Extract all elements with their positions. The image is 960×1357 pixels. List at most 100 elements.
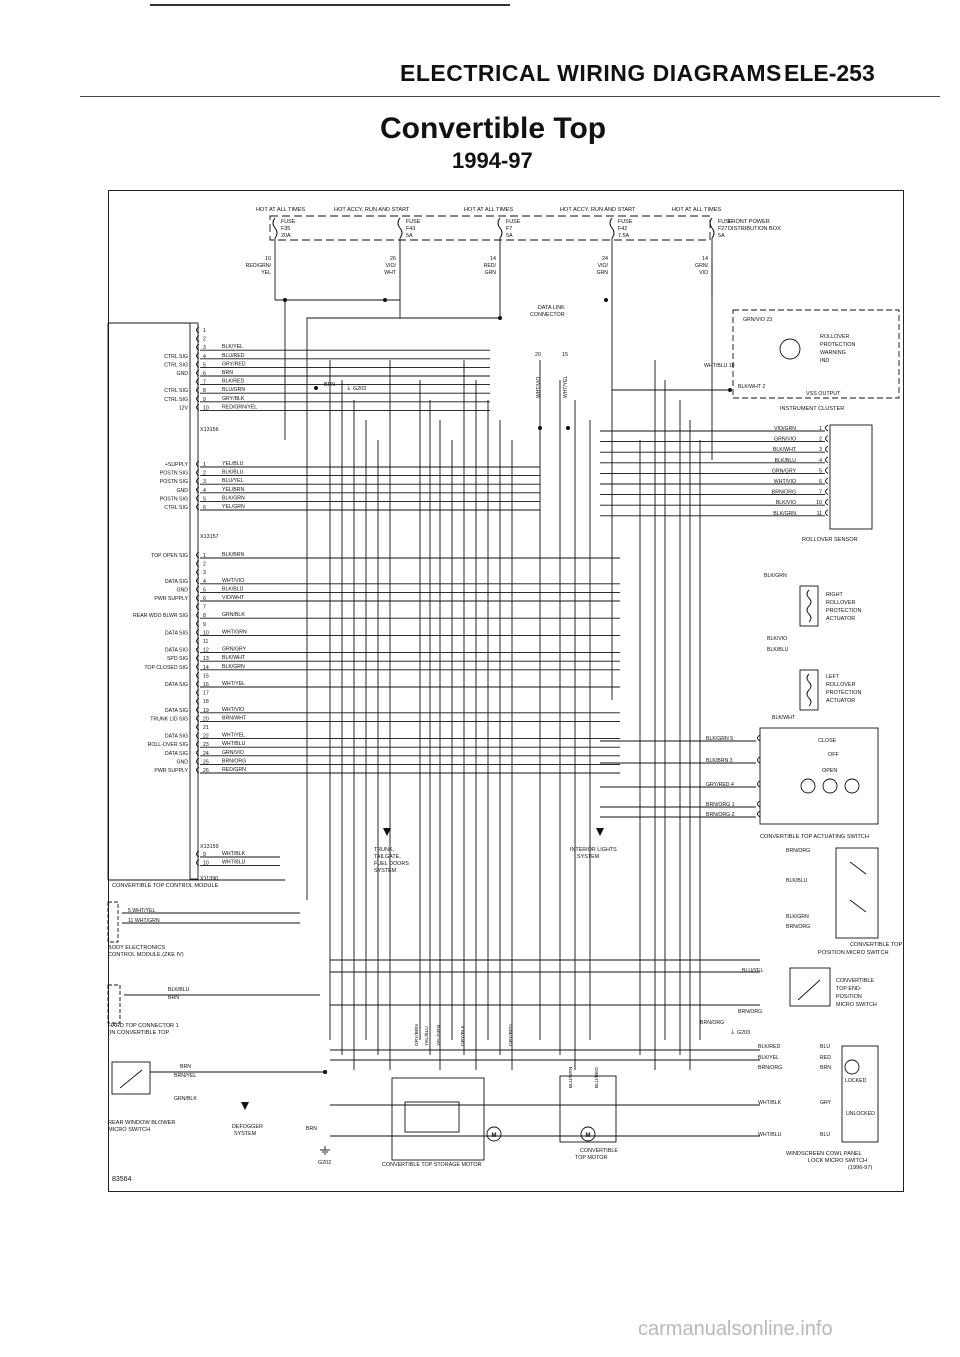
c1-pin-number: 1 [203,328,206,334]
warning-indicator-label: ROLLOVER [820,334,849,340]
c3-pin-number: 23 [203,742,209,748]
c2-pin-connector [196,503,200,511]
c2-pin-connector [196,460,200,468]
actuator-wire: BLK/BLU [767,647,789,653]
c3-pin-connector [196,758,200,765]
c3-pin-number: 14 [203,665,209,671]
power-condition-label: HOT ACCY, RUN AND START [560,207,636,213]
connector-id: X11390 [200,876,218,882]
splice-dot [323,1070,327,1074]
left-actuator-name: LEFT [826,674,840,680]
c2-wire-color: BLK/BLU [222,470,244,476]
warning-indicator-label: PROTECTION [820,342,855,348]
c1-pin-number: 7 [203,380,206,386]
trunk-system-label: SYSTEM [374,868,397,874]
storage-motor-wire: YEL/GRN [436,1024,442,1046]
fuse-icon [397,217,403,239]
arrow-icon [241,1102,249,1110]
fuse-pin: 24 [602,256,608,262]
c3-pin-number: 16 [203,682,209,688]
c3-signal-name: SPD SIG [167,656,188,662]
c2-pin-number: 1 [203,462,206,468]
blower-wire: GRN/BLK [174,1096,197,1102]
c2-wire-color: BLK/GRN [222,495,245,501]
rollover-sensor-name: ROLLOVER SENSOR [802,537,858,543]
c1-pin-connector [196,326,200,334]
sensor-pin: 6 [819,479,822,485]
c1-pin-number: 3 [203,345,206,351]
c3-signal-name: DATA SIG [165,751,188,757]
distribution-box-label: FRONT POWER [728,219,770,225]
storage-motor-pump [404,1101,460,1133]
storage-motor-wire: GRY/BLK [460,1024,466,1046]
sensor-pin: 3 [819,447,822,453]
fuse-label: FUSE [718,219,733,225]
warning-indicator-label: WARNING [820,350,846,356]
sensor-wire-color: BRN/ORG [772,490,796,496]
cowl-switch-contact: GRY [820,1100,832,1106]
right-actuator-name: RIGHT [826,592,843,598]
sensor-wire-color: BLK/GRN [773,511,796,517]
c2-wire-color: BLU/YEL [222,478,243,484]
c1-wire-color: BRN [222,370,233,376]
cowl-wire: WHT/BLK [758,1100,782,1106]
sensor-pin: 2 [819,437,822,443]
left-actuator-body [799,669,819,711]
switch-pin-connector [757,780,761,788]
dlc-pin: 20 [535,352,541,358]
c3-signal-name: GND [176,587,188,593]
c3-signal-name: DATA SIG [165,579,188,585]
c1-signal-name: CTRL SIG [164,362,188,368]
splice-dot [314,386,318,390]
c2-pin-connector [196,495,200,502]
wire-color: RED/ [484,263,497,269]
actuating-switch-outline [759,727,879,825]
actuating-switch-name: CONVERTIBLE TOP ACTUATING SWITCH [760,834,869,840]
fuse-id: F43 [406,226,415,232]
c1-pin-connector [196,404,200,411]
end-switch-name: CONVERTIBLE [836,978,874,984]
top-motor-name: TOP MOTOR [575,1155,607,1161]
fuse-pin: 14 [702,256,708,262]
lock-state-unlocked: UNLOCKED [846,1111,875,1117]
c3-pin-number: 8 [203,613,206,619]
c4-pin-number: 9 [203,852,206,858]
c3-pin-number: 22 [203,734,209,740]
sensor-pin: 10 [816,500,822,506]
switch-pin-connector [757,810,761,818]
c1-wire-color: RED/GRN/YEL [222,404,257,410]
c3-pin-connector [196,594,200,602]
c1-pin-number: 6 [203,371,206,377]
c3-wire-color: BLK/BLU [222,586,244,592]
cluster-wire: BLK/WHT 2 [738,384,765,390]
top-motor-wire: BLU/GRN [568,1066,574,1088]
c2-signal-name: POSTN SIG [160,471,188,477]
sensor-wire-color: GRN/VIO [774,437,796,443]
switch-wire: GRY/RED 4 [706,782,734,788]
c3-wire-color: WHT/YEL [222,733,245,739]
c3-wire-color: WHT/VIO [222,578,244,584]
c1-pin-connector [196,361,200,368]
switch-pin-connector [757,800,761,808]
c3-pin-number: 1 [203,553,206,559]
instrument-cluster-outline [732,309,900,399]
diagram-frame [108,190,904,1192]
fuse-icon [709,217,715,239]
c3-pin-number: 21 [203,725,209,731]
sensor-pin-connector [825,435,829,442]
top-motor-name: CONVERTIBLE [580,1148,618,1154]
splice-dot [604,298,608,302]
c3-pin-number: 20 [203,716,209,722]
fuse-rating: 20A [281,233,291,239]
c3-wire-color: GRN/VIO [222,750,244,756]
sensor-wire-color: GRN/GRY [772,468,797,474]
storage-motor-wire: GRY/BRN [414,1024,420,1046]
solenoid-coil-icon [806,589,812,623]
blower-wire: BRN/YEL [174,1073,196,1079]
position-switch-name: CONVERTIBLE TOP [850,942,902,948]
fuse-rating: 5A [718,233,725,239]
wire-color: VIO/ [386,263,397,269]
c4-pin-connector [196,859,200,866]
c2-pin-number: 2 [203,471,206,477]
c3-pin-connector [196,568,200,576]
